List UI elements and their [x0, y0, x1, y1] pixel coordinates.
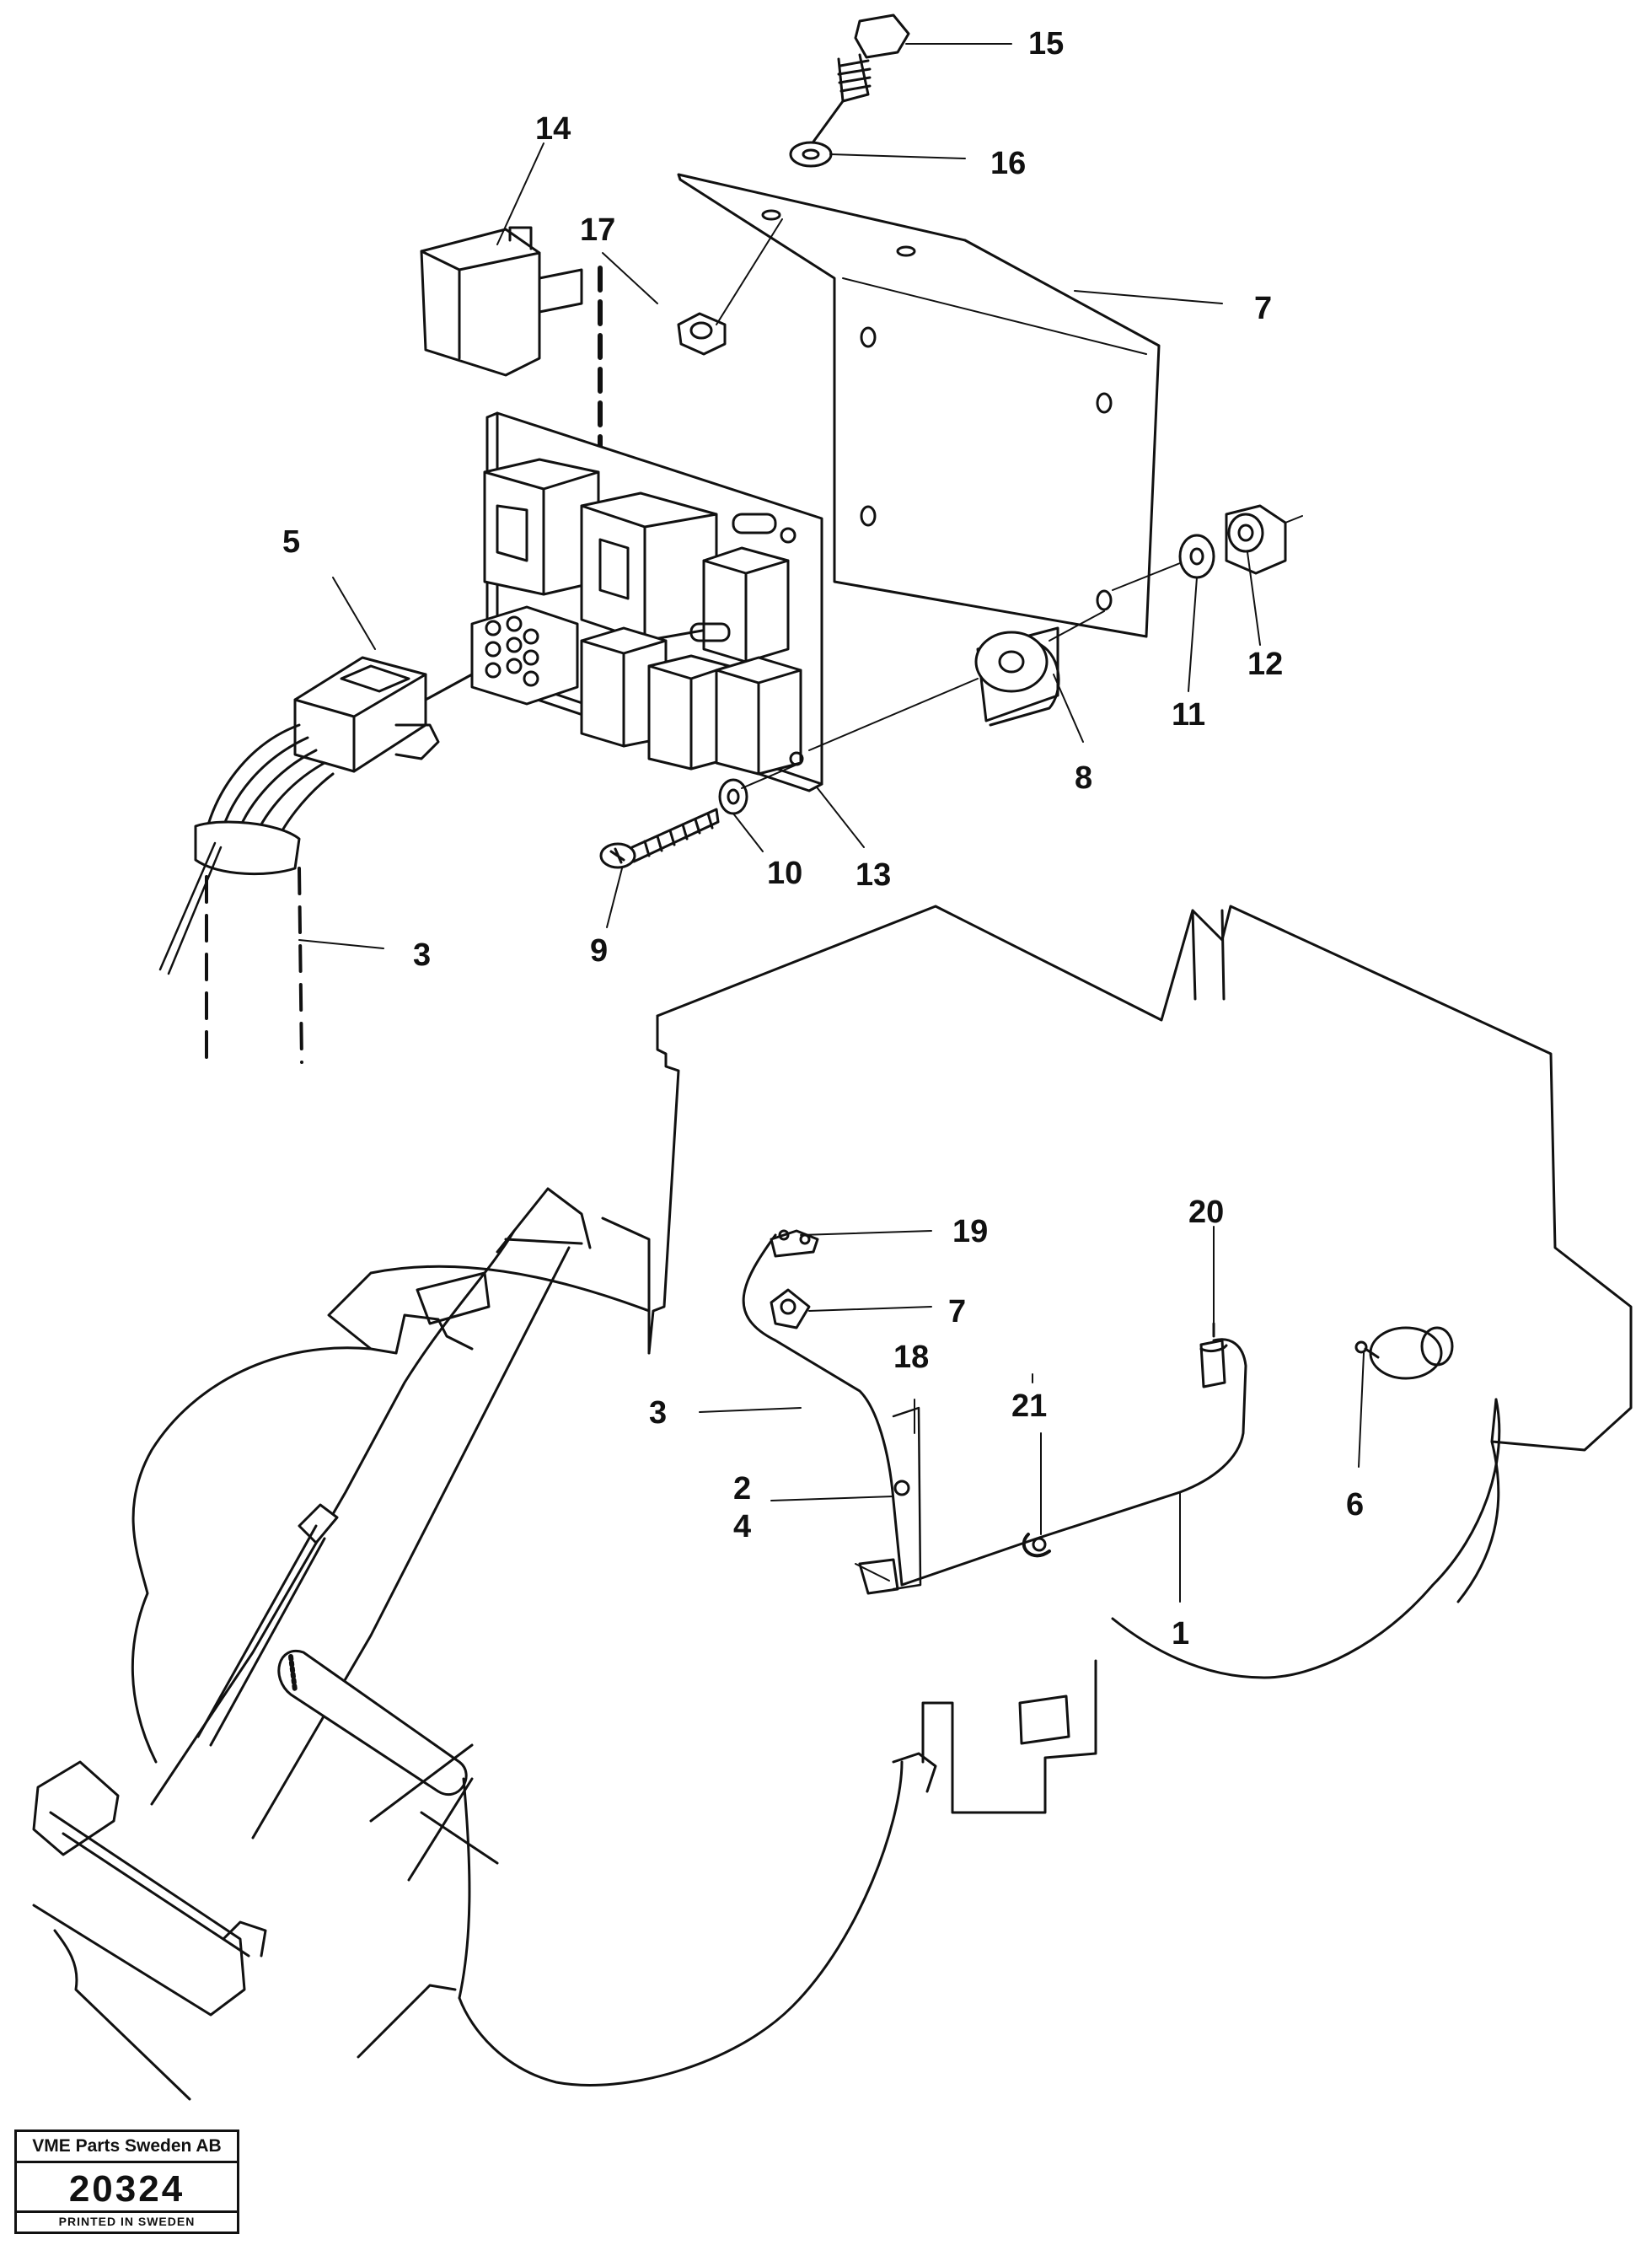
- washer: [1178, 534, 1215, 579]
- company-name: VME Parts Sweden AB: [17, 2132, 237, 2163]
- washer: [718, 778, 748, 815]
- callout-19: 19: [952, 1214, 988, 1249]
- spacer: [974, 626, 1060, 727]
- callout-8: 8: [1075, 760, 1092, 796]
- washer: [789, 141, 833, 168]
- callout-14: 14: [535, 111, 571, 147]
- callout-10: 10: [767, 856, 802, 891]
- screw: [599, 808, 720, 869]
- nut-axis-line: [1112, 562, 1181, 591]
- relay: [420, 226, 603, 542]
- leader-lines: [298, 43, 1365, 1603]
- harness-connector: [158, 656, 474, 1064]
- callout-15: 15: [1028, 26, 1064, 62]
- callout-1: 1: [1172, 1616, 1189, 1652]
- callout-4: 4: [733, 1509, 751, 1544]
- callout-3-harness: 3: [413, 937, 431, 973]
- callout-12: 12: [1247, 647, 1283, 682]
- printed-in-label: PRINTED IN SWEDEN: [17, 2210, 237, 2232]
- bolt-axis-line: [716, 218, 783, 325]
- callout-17: 17: [580, 212, 615, 248]
- callout-21: 21: [1011, 1388, 1047, 1424]
- machine-outline: [32, 905, 1633, 2101]
- callout-16: 16: [990, 146, 1026, 181]
- callout-20: 20: [1188, 1195, 1224, 1230]
- callout-18: 18: [893, 1340, 929, 1375]
- callout-6: 6: [1346, 1487, 1364, 1523]
- callout-7-plate: 7: [1254, 291, 1272, 326]
- callout-13: 13: [856, 857, 891, 893]
- spacer-axis-line: [1049, 610, 1105, 642]
- callout-7-lug: 7: [948, 1294, 966, 1329]
- document-stamp: VME Parts Sweden AB 20324 PRINTED IN SWE…: [14, 2130, 239, 2234]
- mounting-plate: [677, 173, 1161, 638]
- bolt: [807, 13, 910, 149]
- cable-harness-installation: [742, 1229, 1454, 1595]
- callout-11: 11: [1172, 697, 1205, 733]
- callout-5: 5: [282, 524, 300, 560]
- lock-nut: [1225, 504, 1303, 575]
- spacer-axis-line: [808, 678, 979, 751]
- document-number: 20324: [68, 2168, 185, 2210]
- callout-3-cable: 3: [649, 1395, 667, 1431]
- callout-labels: 15 16 14 17 7 5 3 9 10 13 8 11 12 19 7 2…: [282, 26, 1364, 1652]
- callout-9: 9: [590, 933, 608, 969]
- nut: [677, 312, 727, 356]
- screw-axis-line: [741, 762, 802, 789]
- callout-2: 2: [733, 1471, 751, 1507]
- circuit-board: [470, 411, 823, 792]
